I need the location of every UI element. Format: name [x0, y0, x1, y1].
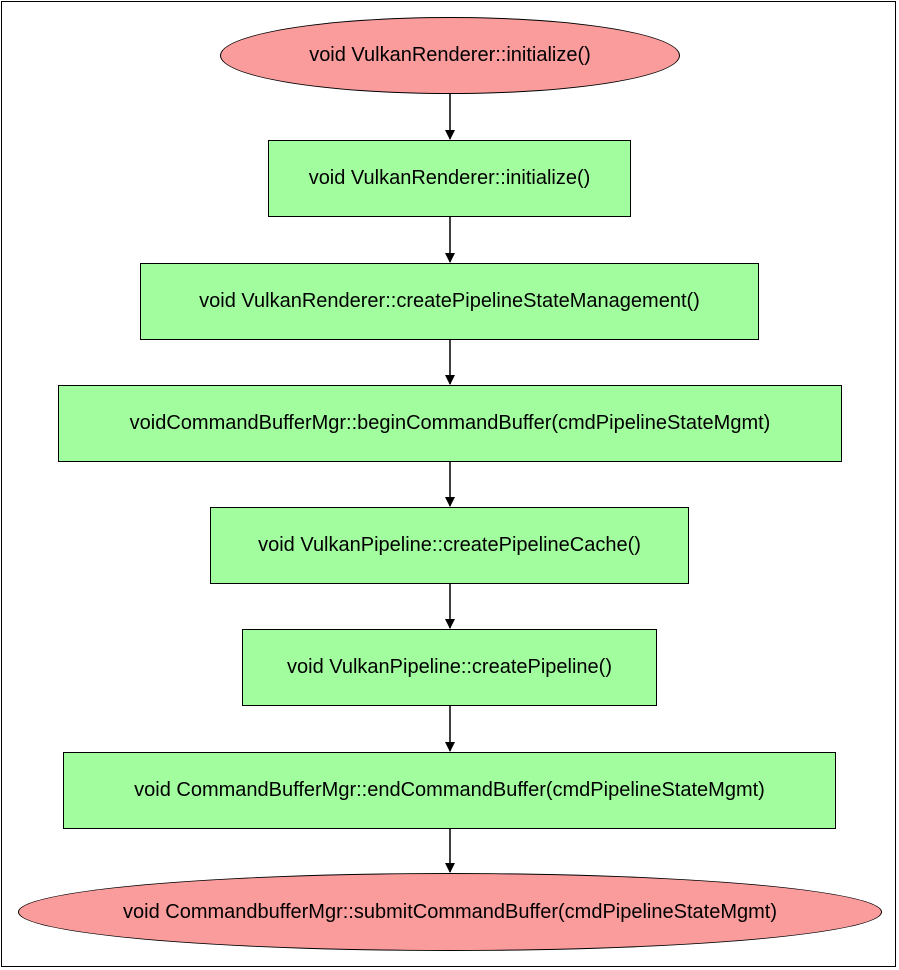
create-pipeline-cache-node: void VulkanPipeline::createPipelineCache… — [210, 507, 689, 584]
create-pipeline-state-management-node-label: void VulkanRenderer::createPipelineState… — [199, 290, 700, 312]
create-pipeline-node-label: void VulkanPipeline::createPipeline() — [287, 656, 612, 678]
start-node-label: void VulkanRenderer::initialize() — [309, 44, 591, 66]
begin-command-buffer-node-label: voidCommandBufferMgr::beginCommandBuffer… — [129, 412, 771, 434]
create-pipeline-node: void VulkanPipeline::createPipeline() — [242, 629, 657, 706]
initialize-node-label: void VulkanRenderer::initialize() — [308, 167, 591, 189]
end-command-buffer-node-label: void CommandBufferMgr::endCommandBuffer(… — [134, 779, 765, 801]
end-command-buffer-node: void CommandBufferMgr::endCommandBuffer(… — [63, 752, 836, 829]
submit-command-buffer-node: void CommandbufferMgr::submitCommandBuff… — [18, 873, 882, 951]
initialize-node: void VulkanRenderer::initialize() — [268, 140, 631, 217]
start-node: void VulkanRenderer::initialize() — [220, 17, 680, 94]
create-pipeline-state-management-node: void VulkanRenderer::createPipelineState… — [140, 263, 759, 340]
create-pipeline-cache-node-label: void VulkanPipeline::createPipelineCache… — [258, 534, 641, 556]
begin-command-buffer-node: voidCommandBufferMgr::beginCommandBuffer… — [58, 385, 842, 462]
submit-command-buffer-node-label: void CommandbufferMgr::submitCommandBuff… — [123, 900, 777, 923]
